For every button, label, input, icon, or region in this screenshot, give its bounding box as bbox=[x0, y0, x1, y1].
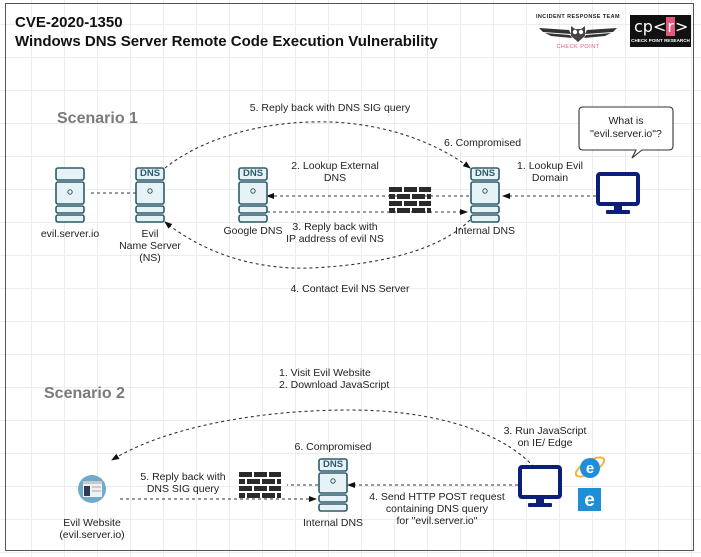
firewall-icon-scenario2 bbox=[239, 472, 281, 498]
website-icon-evil bbox=[78, 475, 106, 503]
server-icon-evil-server bbox=[55, 167, 85, 223]
label-evil-server: evil.server.io bbox=[40, 228, 100, 240]
owl-wings-icon bbox=[539, 26, 617, 42]
step3-label-line1: 3. Reply back with bbox=[292, 221, 378, 233]
dns-server-icon-google bbox=[238, 167, 268, 223]
firewall-icon-scenario1 bbox=[389, 187, 431, 213]
s2-step12-line1: 1. Visit Evil Website bbox=[279, 367, 371, 379]
step1-label-line2: Domain bbox=[531, 172, 569, 184]
label-evil-website-1: Evil Website bbox=[63, 517, 121, 529]
label-evil-ns-3: (NS) bbox=[139, 252, 161, 264]
monitor-icon-scenario2 bbox=[518, 465, 562, 507]
s2-step5-line2: DNS SIG query bbox=[146, 483, 220, 495]
monitor-icon-scenario1 bbox=[596, 172, 640, 214]
dns-server-icon-evil-ns bbox=[135, 167, 165, 223]
label-internal-dns-1: Internal DNS bbox=[454, 225, 516, 237]
title-cve: CVE-2020-1350 bbox=[15, 14, 123, 31]
s2-step4-line2: containing DNS query bbox=[385, 503, 489, 515]
internet-explorer-icon: e bbox=[574, 456, 606, 478]
speech-bubble-line2: "evil.server.io"? bbox=[590, 128, 662, 140]
logo-cpr-left: cp< bbox=[634, 17, 667, 36]
logo-irt-bottom-text: CHECK POINT bbox=[556, 44, 600, 50]
edge-legacy-icon: e bbox=[578, 488, 601, 511]
scenario-2-label: Scenario 2 bbox=[44, 385, 125, 402]
arrow-step5-reply-sig bbox=[164, 121, 471, 169]
step2-label-line1: 2. Lookup External bbox=[291, 160, 379, 172]
svg-text:e: e bbox=[584, 490, 595, 511]
s2-step4-line3: for "evil.server.io" bbox=[396, 515, 478, 527]
dns-badge-evil-ns: DNS bbox=[139, 168, 161, 179]
step3-label-line2: IP address of evil NS bbox=[286, 233, 384, 245]
dns-server-icon-internal-1 bbox=[470, 167, 500, 223]
arrow-step4-contact-evil-ns bbox=[164, 219, 471, 269]
label-evil-ns-2: Name Server bbox=[119, 240, 181, 252]
s2-step3-line2: on IE/ Edge bbox=[517, 437, 573, 449]
logo-cpr-right: > bbox=[674, 17, 689, 36]
label-evil-website-2: (evil.server.io) bbox=[59, 529, 125, 541]
dns-badge-internal-2: DNS bbox=[322, 459, 344, 470]
step2-label-line2: DNS bbox=[323, 172, 347, 184]
s2-step12-line2: 2. Download JavaScript bbox=[279, 379, 390, 391]
step4-label: 4. Contact Evil NS Server bbox=[290, 283, 410, 295]
title-description: Windows DNS Server Remote Code Execution… bbox=[15, 33, 438, 50]
check-point-research-logo: cp<r> CHECK POINT RESEARCH bbox=[630, 15, 691, 47]
incident-response-team-logo: INCIDENT RESPONSE TEAM CHECK POINT bbox=[535, 14, 621, 52]
diagram-frame bbox=[5, 3, 694, 551]
dns-server-icon-internal-2 bbox=[318, 458, 348, 512]
logo-cpr-mid: r bbox=[666, 17, 675, 36]
step5-label: 5. Reply back with DNS SIG query bbox=[249, 102, 411, 114]
dns-badge-internal-1: DNS bbox=[474, 168, 496, 179]
svg-text:e: e bbox=[586, 460, 594, 477]
label-internal-dns-2: Internal DNS bbox=[302, 517, 364, 529]
scenario-1-label: Scenario 1 bbox=[57, 110, 138, 127]
step1-label-line1: 1. Lookup Evil bbox=[517, 160, 583, 172]
label-google-dns: Google DNS bbox=[223, 225, 283, 237]
speech-bubble-line1: What is bbox=[608, 115, 644, 127]
s2-step5-line1: 5. Reply back with bbox=[140, 471, 226, 483]
dns-badge-google: DNS bbox=[242, 168, 264, 179]
label-evil-ns-1: Evil bbox=[141, 228, 159, 240]
speech-bubble bbox=[578, 106, 674, 159]
s2-step6-label: 6. Compromised bbox=[294, 441, 372, 453]
s2-step4-line1: 4. Send HTTP POST request bbox=[369, 491, 505, 503]
step6-label: 6. Compromised bbox=[444, 137, 522, 149]
logo-cpr-sub: CHECK POINT RESEARCH bbox=[631, 38, 690, 43]
s2-step3-line1: 3. Run JavaScript bbox=[503, 425, 587, 437]
logo-irt-top-text: INCIDENT RESPONSE TEAM bbox=[536, 14, 620, 20]
